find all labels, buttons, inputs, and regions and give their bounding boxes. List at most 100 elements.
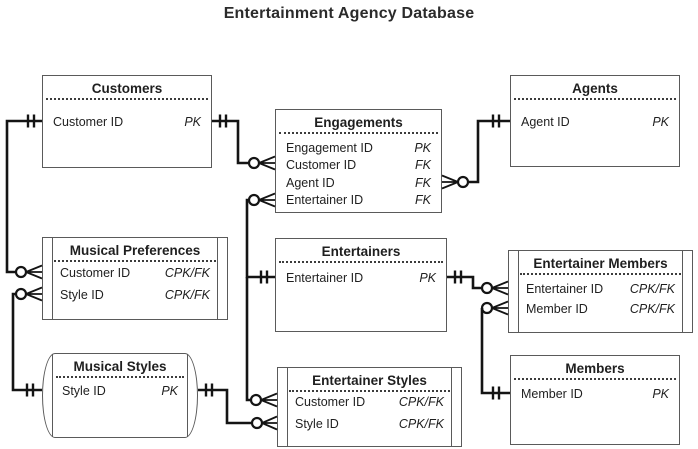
title-separator (54, 260, 216, 262)
field-name: Entertainer ID (286, 271, 364, 285)
many-crowfoot-icon (441, 174, 459, 190)
rel-musical-styles-musical-preferences (11, 286, 43, 397)
field-name: Engagement ID (286, 140, 373, 155)
title-separator (46, 98, 208, 100)
field-row: Customer ID FK (286, 157, 431, 175)
many-crowfoot-icon (491, 300, 509, 316)
many-crowfoot-icon (260, 392, 278, 408)
one-cardinality-icon (491, 114, 501, 128)
diagram-title: Entertainment Agency Database (223, 5, 475, 22)
field-row: Member ID CPK/FK (526, 299, 675, 319)
title-separator (514, 98, 676, 100)
rel-customers-musical-preferences (5, 114, 43, 280)
inner-bar-right (187, 354, 188, 437)
inner-bar-right (682, 251, 683, 332)
entity-title: Entertainer Members (533, 256, 668, 271)
field-key-type: CPK/FK (398, 395, 444, 409)
field-key-type: PK (419, 271, 436, 285)
zero-cardinality-icon (14, 265, 28, 279)
title-separator (56, 376, 184, 378)
zero-cardinality-icon (456, 175, 470, 189)
entity-title: Engagements (314, 115, 403, 130)
field-name: Style ID (295, 417, 339, 431)
field-list: Entertainer ID PK (276, 267, 446, 289)
relationship-line (212, 119, 249, 165)
one-cardinality-icon (26, 114, 36, 128)
field-name: Agent ID (286, 175, 335, 190)
field-key-type: PK (652, 387, 669, 401)
field-key-type: FK (415, 158, 431, 173)
field-key-type: PK (652, 115, 669, 129)
entity-title: Customers (91, 81, 163, 96)
one-cardinality-icon (218, 114, 228, 128)
relationship-line (447, 275, 482, 290)
one-cardinality-icon (204, 383, 214, 397)
entity-title: Agents (572, 81, 618, 96)
field-name: Member ID (521, 387, 583, 401)
entity-title: Musical Preferences (69, 243, 201, 258)
one-cardinality-icon (25, 383, 35, 397)
field-name: Entertainer ID (286, 193, 364, 208)
zero-cardinality-icon (480, 281, 494, 295)
field-name: Entertainer ID (526, 282, 604, 296)
field-row: Member ID PK (521, 383, 669, 405)
entity-title: Musical Styles (73, 359, 167, 374)
rel-musical-styles-entertainer-styles (198, 383, 278, 431)
field-name: Member ID (526, 302, 588, 316)
title-separator (289, 390, 450, 392)
field-key-type: FK (415, 175, 431, 190)
field-row: Style ID PK (62, 380, 178, 402)
field-name: Style ID (62, 384, 106, 398)
zero-cardinality-icon (247, 193, 261, 207)
field-key-type: PK (161, 384, 178, 398)
rel-agents-engagements (441, 114, 510, 190)
one-cardinality-icon (259, 270, 269, 284)
rel-entertainers-engagements (245, 192, 276, 284)
many-crowfoot-icon (261, 415, 278, 431)
relationship-line (245, 277, 251, 402)
field-row: Customer ID PK (53, 111, 201, 133)
field-list: Customer ID CPK/FK Style ID CPK/FK (278, 391, 461, 435)
field-list: Style ID PK (43, 380, 197, 402)
inner-bar-right (217, 238, 218, 319)
field-name: Customer ID (295, 395, 366, 409)
entity-title: Entertainer Styles (312, 373, 427, 388)
field-key-type: CPK/FK (164, 288, 210, 302)
many-crowfoot-icon (25, 264, 43, 280)
many-crowfoot-icon (25, 286, 43, 302)
field-row: Customer ID CPK/FK (295, 391, 444, 413)
relationship-line (11, 292, 42, 392)
inner-bar-left (52, 238, 53, 319)
field-key-type: CPK/FK (629, 302, 675, 316)
relationship-line (468, 119, 510, 184)
zero-cardinality-icon (14, 287, 28, 301)
title-separator (514, 378, 676, 380)
entity-title: Members (565, 361, 625, 376)
many-crowfoot-icon (258, 192, 276, 208)
field-row: Agent ID FK (286, 174, 431, 192)
title-separator (520, 273, 681, 275)
field-key-type: PK (414, 140, 431, 155)
field-name: Customer ID (286, 158, 357, 173)
field-key-type: PK (184, 115, 201, 129)
field-name: Customer ID (53, 115, 124, 129)
field-list: Engagement ID PK Customer ID FK Agent ID FK En… (276, 139, 441, 209)
zero-cardinality-icon (249, 393, 263, 407)
rel-customers-engagements (212, 114, 276, 171)
inner-bar-left (52, 354, 53, 437)
field-name: Style ID (60, 288, 104, 302)
